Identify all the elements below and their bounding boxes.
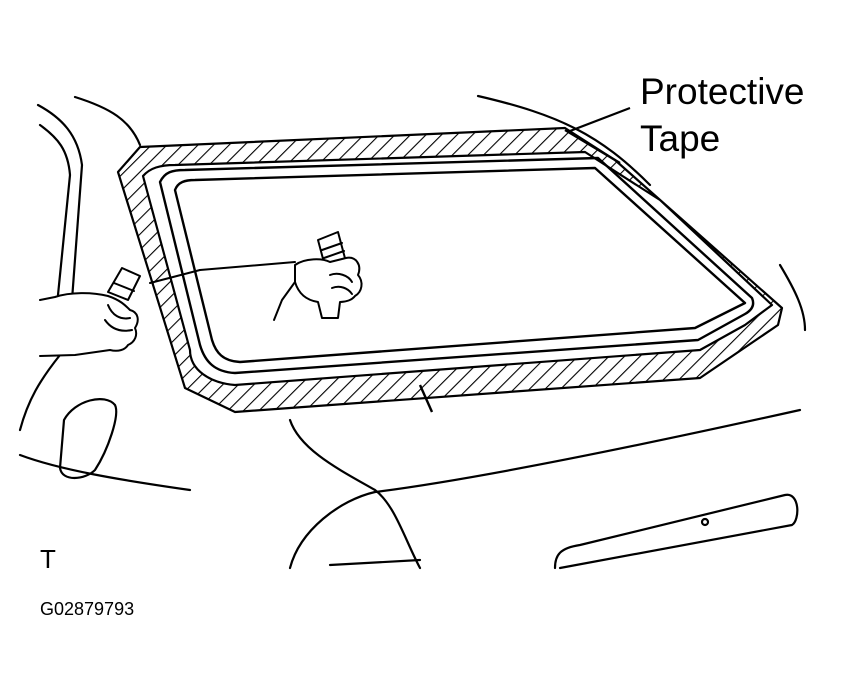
hood-cowl-line (288, 418, 422, 570)
a-pillar-outer (36, 103, 84, 302)
side-mirror (58, 398, 118, 480)
protective-tape (116, 126, 784, 414)
windshield-glass (158, 128, 755, 413)
right-hand-icon (199, 231, 363, 321)
hood-front-edge (288, 408, 802, 570)
door-line-left (18, 353, 62, 432)
car-body (18, 94, 807, 570)
fender-top-right (778, 263, 807, 332)
callout-label-line-2: Tape (640, 118, 720, 159)
roof-front-edge (73, 95, 142, 147)
callout-leader-line (569, 106, 631, 133)
left-hand-icon (39, 267, 201, 357)
emblem-dot (700, 517, 710, 527)
fender-curve (18, 453, 192, 492)
corner-mark: T (40, 544, 56, 574)
callout-label-line-1: Protective (640, 71, 805, 112)
hood-under-line (328, 558, 422, 567)
figure-code: G02879793 (40, 599, 134, 619)
grille-outline (553, 493, 799, 570)
a-pillar-inner (38, 123, 72, 297)
